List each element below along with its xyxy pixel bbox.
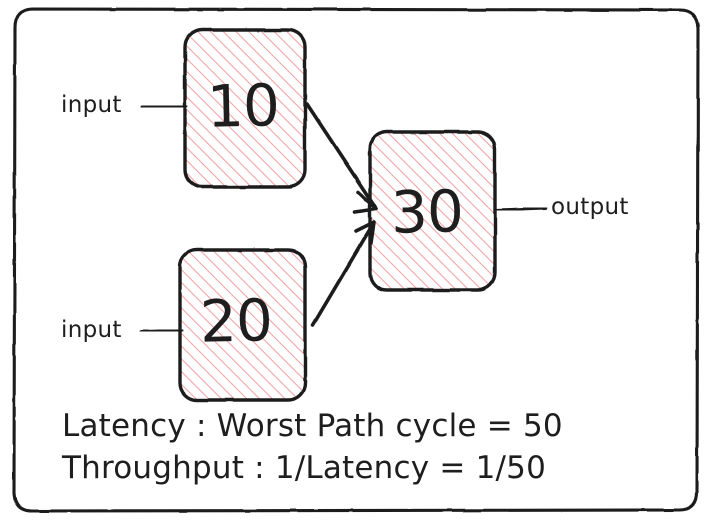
arrowhead-icon <box>354 220 376 245</box>
note-latency: Latency : Worst Path cycle = 50 <box>62 408 563 444</box>
node-20-fill <box>180 250 305 400</box>
node-20-outline <box>178 248 307 402</box>
node-10-value: 10 <box>206 71 280 141</box>
output-label: output <box>551 194 629 220</box>
connector-20-to-30[interactable] <box>311 220 376 327</box>
node-10-fill <box>185 30 305 187</box>
node-20-value: 20 <box>199 286 273 356</box>
input-label-bottom: input <box>61 317 122 343</box>
node-10[interactable] <box>183 28 307 189</box>
node-30-value: 30 <box>390 177 464 247</box>
leader-output <box>493 206 548 212</box>
node-20[interactable] <box>178 248 307 402</box>
leader-input-bottom <box>139 328 184 333</box>
leader-input-top <box>140 104 188 109</box>
connector-10-to-30[interactable] <box>305 102 378 214</box>
arrowhead-icon <box>352 190 378 214</box>
input-label-top: input <box>61 92 122 118</box>
note-throughput: Throughput : 1/Latency = 1/50 <box>62 450 547 486</box>
node-30-fill <box>370 132 495 290</box>
node-10-outline <box>183 28 307 189</box>
diagram-frame <box>12 7 700 513</box>
